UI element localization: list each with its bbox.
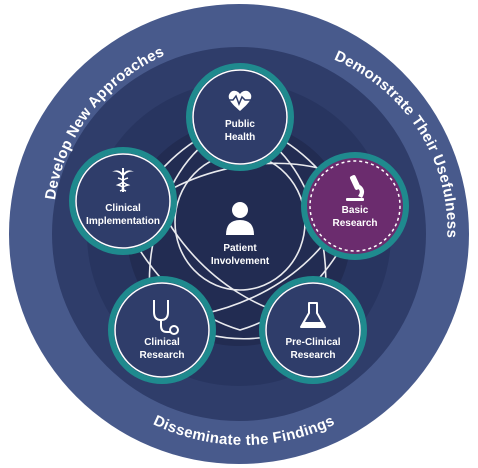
public-health-line2: Health [225,132,256,143]
center-label-line2: Involvement [211,256,270,267]
node-pre-clinical-research[interactable]: Pre-Clinical Research [259,276,367,384]
node-basic-research[interactable]: Basic Research [301,152,409,260]
heart-pulse-icon [226,90,254,111]
person-icon [226,202,254,235]
node-public-health[interactable]: Public Health [186,63,294,171]
flask-icon [300,302,326,328]
node-clinical-implementation[interactable]: Clinical Implementation [69,147,177,255]
node-clinical-research[interactable]: Clinical Research [108,276,216,384]
clinical-implementation-line1: Clinical [105,203,141,214]
clinical-implementation-line2: Implementation [86,216,160,227]
stethoscope-icon [153,300,179,335]
caduceus-icon [112,168,134,192]
public-health-line1: Public [225,119,255,130]
pre-clinical-line2: Research [290,350,335,361]
center-label-line1: Patient [223,243,257,254]
pre-clinical-line1: Pre-Clinical [285,337,340,348]
basic-research-line2: Research [332,218,377,229]
microscope-icon [346,175,365,201]
clinical-research-line2: Research [139,350,184,361]
center-patient-involvement: Patient Involvement [211,202,270,267]
basic-research-line1: Basic [342,205,369,216]
clinical-research-line1: Clinical [144,337,180,348]
